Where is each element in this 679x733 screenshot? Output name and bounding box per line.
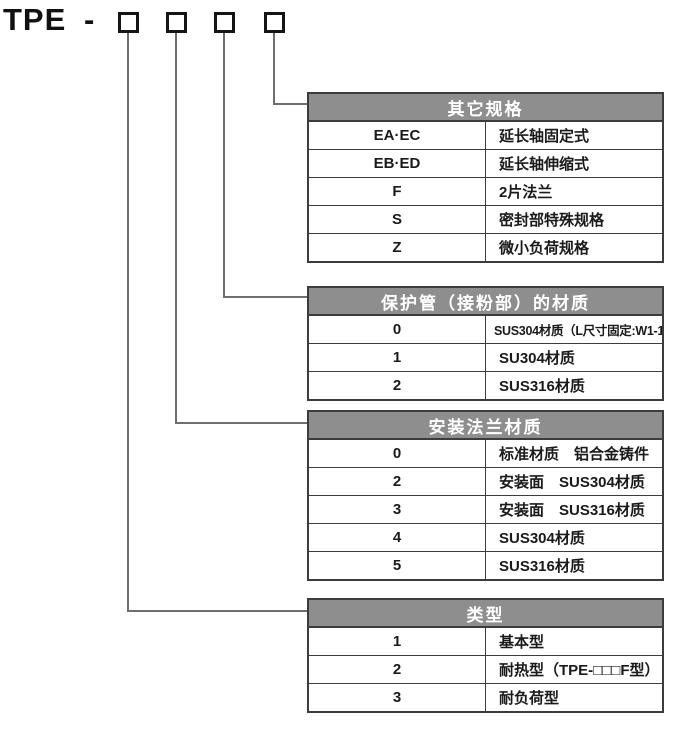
model-separator-dash: - (84, 2, 95, 37)
table-title: 其它规格 (307, 92, 664, 122)
code-digit-box-2 (166, 12, 187, 33)
desc-cell: 标准材质 铝合金铸件 (485, 438, 664, 468)
table-row: 1 基本型 (307, 626, 664, 656)
table-row: 2 安装面 SUS304材质 (307, 467, 664, 496)
connector-line-box3-vertical (223, 33, 225, 298)
connector-line-box4-horizontal (273, 103, 308, 105)
desc-cell: 密封部特殊规格 (485, 205, 664, 234)
desc-cell: SUS304材质（L尺寸固定:W1-1型叶片L-150㎜） (485, 314, 664, 344)
desc-cell: 安装面 SUS316材质 (485, 495, 664, 524)
code-cell: F (307, 177, 486, 206)
code-cell: 2 (307, 467, 486, 496)
table-row: 0 标准材质 铝合金铸件 (307, 438, 664, 468)
spec-table-type: 类型 1 基本型 2 耐热型（TPE-□□□F型） 3 耐负荷型 (307, 598, 664, 713)
table-row: F 2片法兰 (307, 177, 664, 206)
table-row: 3 安装面 SUS316材质 (307, 495, 664, 524)
code-digit-box-3 (214, 12, 235, 33)
table-row: 5 SUS316材质 (307, 551, 664, 581)
table-row: EA·EC 延长轴固定式 (307, 120, 664, 150)
desc-cell: 耐热型（TPE-□□□F型） (485, 655, 664, 684)
desc-cell: SU304材质 (485, 343, 664, 372)
code-cell: 4 (307, 523, 486, 552)
desc-cell: SUS304材质 (485, 523, 664, 552)
table-row: 2 SUS316材质 (307, 371, 664, 401)
spec-table-flange-material: 安装法兰材质 0 标准材质 铝合金铸件 2 安装面 SUS304材质 3 安装面… (307, 410, 664, 581)
code-cell: 5 (307, 551, 486, 581)
table-row: EB·ED 延长轴伸缩式 (307, 149, 664, 178)
table-title: 安装法兰材质 (307, 410, 664, 440)
code-digit-box-4 (264, 12, 285, 33)
code-cell: 3 (307, 495, 486, 524)
code-cell: 0 (307, 438, 486, 468)
connector-line-box4-vertical (273, 33, 275, 105)
connector-line-box1-horizontal (127, 610, 308, 612)
connector-line-box1-vertical (127, 33, 129, 612)
code-digit-box-1 (118, 12, 139, 33)
table-row: 4 SUS304材质 (307, 523, 664, 552)
desc-cell: 延长轴伸缩式 (485, 149, 664, 178)
table-row: 0 SUS304材质（L尺寸固定:W1-1型叶片L-150㎜） (307, 314, 664, 344)
desc-cell: 基本型 (485, 626, 664, 656)
desc-cell: 安装面 SUS304材质 (485, 467, 664, 496)
desc-cell: SUS316材质 (485, 551, 664, 581)
code-cell: 2 (307, 655, 486, 684)
code-cell: EA·EC (307, 120, 486, 150)
desc-cell: 耐负荷型 (485, 683, 664, 713)
spec-table-tube-material: 保护管（接粉部）的材质 0 SUS304材质（L尺寸固定:W1-1型叶片L-15… (307, 286, 664, 401)
code-cell: 0 (307, 314, 486, 344)
desc-cell: 2片法兰 (485, 177, 664, 206)
table-row: Z 微小负荷规格 (307, 233, 664, 263)
desc-cell: 延长轴固定式 (485, 120, 664, 150)
code-cell: 2 (307, 371, 486, 401)
connector-line-box2-vertical (175, 33, 177, 424)
table-title: 类型 (307, 598, 664, 628)
code-cell: 1 (307, 626, 486, 656)
code-cell: Z (307, 233, 486, 263)
table-row: 2 耐热型（TPE-□□□F型） (307, 655, 664, 684)
code-cell: 1 (307, 343, 486, 372)
code-cell: 3 (307, 683, 486, 713)
table-row: S 密封部特殊规格 (307, 205, 664, 234)
code-cell: EB·ED (307, 149, 486, 178)
model-prefix: TPE (3, 2, 67, 37)
table-title: 保护管（接粉部）的材质 (307, 286, 664, 316)
code-cell: S (307, 205, 486, 234)
desc-cell: 微小负荷规格 (485, 233, 664, 263)
spec-table-other-specs: 其它规格 EA·EC 延长轴固定式 EB·ED 延长轴伸缩式 F 2片法兰 S … (307, 92, 664, 263)
table-row: 3 耐负荷型 (307, 683, 664, 713)
table-row: 1 SU304材质 (307, 343, 664, 372)
connector-line-box3-horizontal (223, 296, 308, 298)
desc-cell: SUS316材质 (485, 371, 664, 401)
connector-line-box2-horizontal (175, 422, 308, 424)
